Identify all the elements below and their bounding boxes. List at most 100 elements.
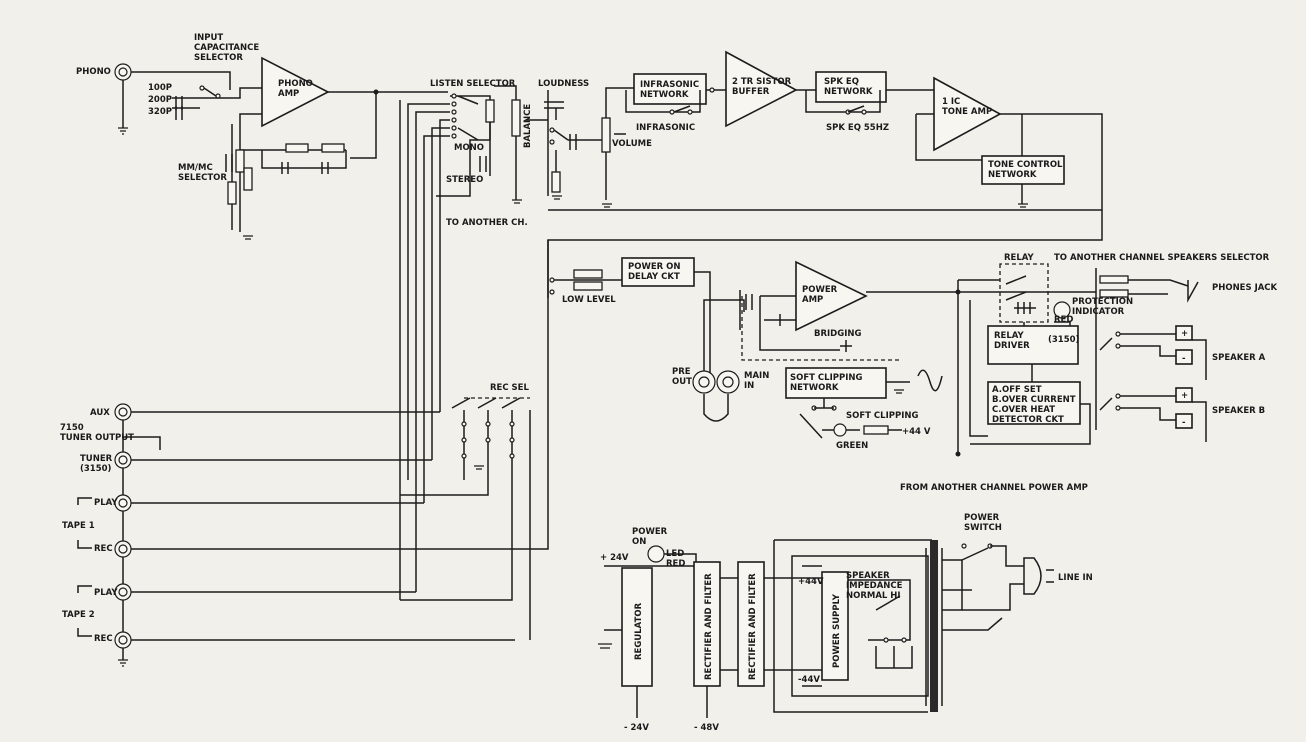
text-line: TUNER OUTPUT xyxy=(60,433,134,443)
green-label: GREEN xyxy=(836,441,868,451)
text-line: DETECTOR CKT xyxy=(992,415,1064,425)
spk-eq-sw-label: SPK EQ 55HZ xyxy=(826,123,889,133)
ground-symbols xyxy=(118,127,1028,667)
spk-eq-network xyxy=(815,71,887,103)
text-line: NORMAL HI xyxy=(846,591,901,601)
tone-control-network xyxy=(981,155,1065,185)
text-line: INPUT xyxy=(194,33,223,43)
tape2-play-jack[interactable] xyxy=(114,583,132,601)
to-another-ch-label: TO ANOTHER CH. xyxy=(446,218,528,228)
minus44v-label: -44V xyxy=(798,675,820,685)
tape2-label: TAPE 2 xyxy=(62,610,95,620)
speaker-a-minus[interactable] xyxy=(1175,349,1193,365)
play2-label: PLAY xyxy=(94,588,118,598)
line-in-label: LINE IN xyxy=(1058,573,1093,583)
soft-clipping-sw-label: SOFT CLIPPING xyxy=(846,411,918,421)
minus24v-label: - 24V xyxy=(624,723,649,733)
text-line: 7150 xyxy=(60,423,84,433)
tape1-rec-jack[interactable] xyxy=(114,540,132,558)
tape2-rec-jack[interactable] xyxy=(114,631,132,649)
cap-320-label: 320P xyxy=(148,107,172,117)
listen-selector[interactable] xyxy=(436,93,495,197)
text-line: POWER xyxy=(632,527,668,537)
aux-jack[interactable] xyxy=(114,403,132,421)
tuner-label: TUNER(3150) xyxy=(80,454,113,474)
text-line: A.OFF SET xyxy=(992,385,1042,395)
phono-jack[interactable] xyxy=(114,63,132,81)
volume-control[interactable] xyxy=(601,87,634,200)
relay-driver-note: (3150) xyxy=(1048,335,1080,345)
volume-label: VOLUME xyxy=(612,139,652,149)
svg-text:-: - xyxy=(1182,418,1186,428)
rec2-label: REC xyxy=(94,634,113,644)
input-jacks xyxy=(114,63,132,649)
text-line: TUNER xyxy=(80,454,113,464)
speaker-a-plus[interactable] xyxy=(1175,325,1193,341)
balance-control[interactable] xyxy=(494,85,548,200)
rectifier-filter-1 xyxy=(693,561,721,687)
tape1-play-jack[interactable] xyxy=(114,494,132,512)
rectifier-filter-2 xyxy=(737,561,765,687)
text-line: CAPACITANCE xyxy=(194,43,259,53)
detector-ckt xyxy=(987,381,1081,425)
plus24v-label: + 24V xyxy=(600,553,629,563)
text-line: POWER xyxy=(802,285,838,295)
text-line: IMPEDANCE xyxy=(846,581,903,591)
speaker-terminals: + - + - xyxy=(1095,325,1207,442)
balance-label: BALANCE xyxy=(523,104,533,148)
rec-sel-label: REC SEL xyxy=(490,383,529,393)
loudness-label: LOUDNESS xyxy=(538,79,589,89)
phono-label: PHONO xyxy=(76,67,111,77)
speaker-b-label: SPEAKER B xyxy=(1212,406,1265,416)
text-line: ON xyxy=(632,537,646,547)
buffer xyxy=(725,50,798,128)
power-supply-block xyxy=(821,571,849,681)
text-line: SOFT CLIPPING xyxy=(790,373,862,383)
text-line: TONE CONTROL xyxy=(988,160,1063,170)
text-line: NETWORK xyxy=(988,170,1037,180)
rec-selector[interactable] xyxy=(451,397,530,459)
text-line: SWITCH xyxy=(964,523,1002,533)
cap-100-label: 100P xyxy=(148,83,172,93)
loudness-control[interactable] xyxy=(544,90,602,196)
text-line: MAIN xyxy=(744,371,769,381)
power-amp-section xyxy=(547,240,1096,439)
text-line: SELECTOR xyxy=(178,173,227,183)
text-line: IN xyxy=(744,381,754,391)
cap-200-label: 200P xyxy=(148,95,172,105)
regulator-label: REGULATOR xyxy=(634,602,644,660)
text-line: 2 TR SISTOR xyxy=(732,77,792,87)
text-line: LED xyxy=(666,549,684,559)
tuner-jack[interactable] xyxy=(114,451,132,469)
text-line: MM/MC xyxy=(178,163,213,173)
text-line: SPEAKER xyxy=(846,571,890,581)
text-line: RELAY xyxy=(994,331,1025,341)
relay-driver xyxy=(987,325,1079,365)
text-line: SELECTOR xyxy=(194,53,243,63)
text-line: BUFFER xyxy=(732,87,770,97)
speaker-a-label: SPEAKER A xyxy=(1212,353,1266,363)
plus44v-label: +44V xyxy=(798,577,824,587)
text-line: DELAY CKT xyxy=(628,272,680,282)
relay-section xyxy=(955,263,1199,457)
text-line: SPK EQ xyxy=(824,77,859,87)
text-line: AMP xyxy=(802,295,823,305)
red-label: RED xyxy=(1054,315,1073,325)
text-line: DRIVER xyxy=(994,341,1030,351)
speaker-b-minus[interactable] xyxy=(1175,413,1193,429)
speaker-b-plus[interactable] xyxy=(1175,387,1193,403)
text-line: POWER ON xyxy=(628,262,680,272)
text-line: 1 IC xyxy=(942,97,960,107)
